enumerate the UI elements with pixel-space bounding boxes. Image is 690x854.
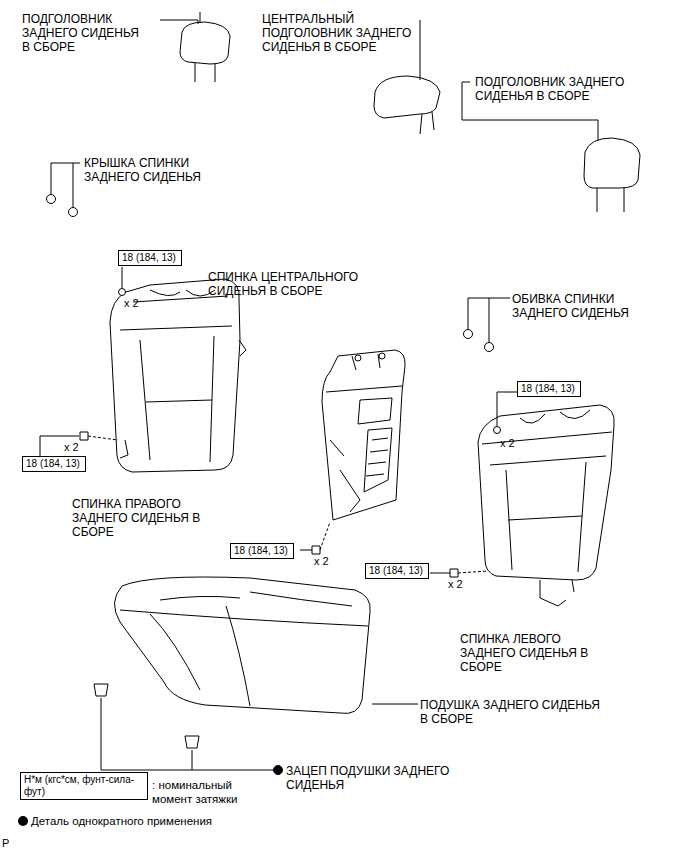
part-name: ОБИВКА СПИНКИ ЗАДНЕГО СИДЕНЬЯ: [512, 292, 632, 320]
seatback: [478, 405, 614, 606]
torque-box: 18 (184, 13): [517, 381, 581, 397]
seatback: [110, 279, 246, 472]
node-text: 18 (184, 13): [521, 383, 577, 395]
part-name: ПОДУШКА ЗАДНЕГО СИДЕНЬЯ В СБОРЕ: [420, 698, 610, 726]
quantity: x 2: [448, 577, 478, 591]
quantity: x 2: [314, 554, 344, 568]
clip: [94, 684, 199, 748]
legend-text: Деталь однократного применения: [31, 814, 212, 828]
unit-box: Н*м (кгс*см, фунт-сила-фут): [20, 772, 148, 800]
legend-row: Деталь однократного применения: [18, 814, 212, 828]
part-name: КРЫШКА СПИНКИ ЗАДНЕГО СИДЕНЬЯ: [84, 156, 244, 184]
part-name: ПОДГОЛОВНИК ЗАДНЕГО СИДЕНЬЯ В СБОРЕ: [475, 75, 635, 103]
node-text: 18 (184, 13): [122, 252, 178, 264]
quantity: x 2: [124, 296, 154, 310]
part-name: ПОДГОЛОВНИК ЗАДНЕГО СИДЕНЬЯ В СБОРЕ: [22, 12, 150, 54]
headrest: [374, 76, 440, 134]
seat-cushion: [114, 577, 370, 713]
quantity: x 2: [500, 436, 530, 450]
part-name: СПИНКА ПРАВОГО ЗАДНЕГО СИДЕНЬЯ В СБОРЕ: [72, 497, 202, 539]
node-text: 18 (184, 13): [369, 565, 425, 577]
legend-note: : номинальный момент затяжки: [152, 778, 262, 806]
quantity: x 2: [64, 440, 94, 454]
headrest: [180, 12, 230, 82]
bolt: [80, 289, 501, 578]
node-text: 18 (184, 13): [26, 458, 82, 470]
part-name: ЗАЦЕП ПОДУШКИ ЗАДНЕГО СИДЕНЬЯ: [286, 764, 476, 792]
node-text: 18 (184, 13): [234, 545, 290, 557]
torque-box: 18 (184, 13): [118, 250, 182, 266]
torque-box: 18 (184, 13): [230, 543, 294, 559]
legend-symbol: [18, 816, 28, 826]
part-name: ЦЕНТРАЛЬНЫЙ ПОДГОЛОВНИК ЗАДНЕГО СИДЕНЬЯ …: [262, 12, 412, 54]
torque-box: 18 (184, 13): [22, 456, 86, 472]
part-name: СПИНКА ЦЕНТРАЛЬНОГО СИДЕНЬЯ В СБОРЕ: [208, 270, 373, 298]
seatback: [322, 350, 405, 520]
headrest: [584, 138, 640, 212]
torque-box: 18 (184, 13): [365, 563, 429, 579]
node-text: Н*м (кгс*см, фунт-сила-фут): [24, 774, 144, 798]
page-mark: P: [2, 836, 22, 850]
part-name: СПИНКА ЛЕВОГО ЗАДНЕГО СИДЕНЬЯ В СБОРЕ: [460, 632, 590, 674]
